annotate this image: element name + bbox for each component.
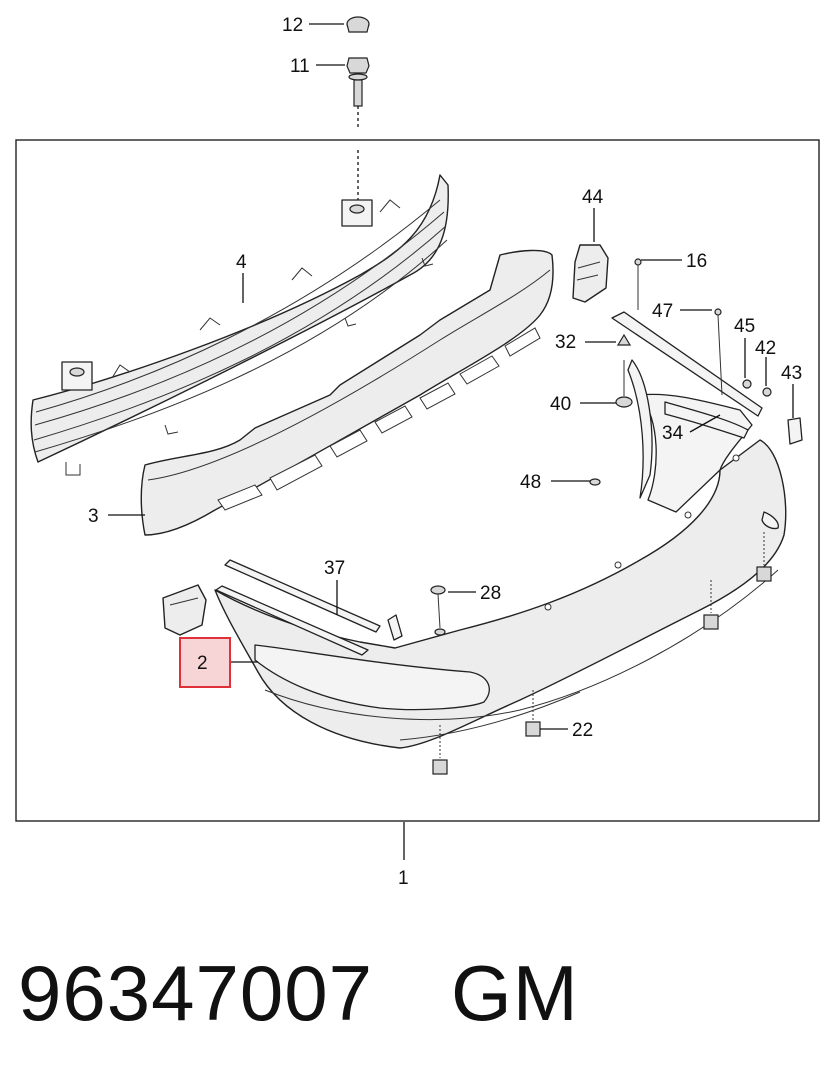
cap-part-12 (346, 16, 370, 33)
nut-lower-mid (703, 580, 719, 630)
callout-48: 48 (520, 472, 541, 493)
seal-strip-part-37 (215, 559, 403, 656)
callout-40: 40 (550, 394, 571, 415)
reinforcement-beam-part-4 (30, 174, 449, 476)
callout-11: 11 (290, 56, 310, 77)
callout-47: 47 (652, 301, 673, 322)
nut-lower-left (432, 725, 448, 775)
brand-label: GM (451, 948, 579, 1037)
callout-34: 34 (662, 423, 684, 444)
screw-part-48 (589, 478, 601, 486)
callout-37: 37 (324, 558, 345, 579)
clip-part-28 (430, 585, 446, 636)
bolt-part-11 (346, 57, 370, 130)
callout-22: 22 (572, 720, 593, 741)
part-number: 96347007 (18, 948, 374, 1037)
bracket-part-43 (787, 417, 803, 445)
callout-1: 1 (398, 868, 409, 889)
nut-part-45 (742, 379, 752, 389)
callout-32: 32 (555, 332, 576, 353)
callout-45: 45 (734, 316, 755, 337)
callout-43: 43 (781, 363, 802, 384)
bracket-part-44 (572, 244, 609, 303)
side-bracket-part-2 (162, 584, 207, 636)
callout-2[interactable]: 2 (197, 653, 208, 674)
screw-part-47 (714, 308, 723, 396)
callout-3: 3 (88, 506, 99, 527)
callout-16: 16 (686, 251, 707, 272)
bumper-fascia-part-2 (214, 359, 787, 749)
callout-12: 12 (282, 15, 303, 36)
energy-absorber-part-3 (140, 249, 554, 536)
clip-part-32 (616, 333, 632, 346)
highlight-box-part-2[interactable] (179, 637, 231, 688)
assembly-frame (15, 139, 820, 822)
callout-4: 4 (236, 252, 247, 273)
nut-lower-right (756, 532, 772, 582)
clip-part-42 (762, 387, 772, 397)
callout-28: 28 (480, 583, 501, 604)
callout-44: 44 (582, 187, 604, 208)
footer: 96347007 GM (18, 948, 579, 1038)
fastener-part-40 (615, 360, 633, 408)
callout-42: 42 (755, 338, 776, 359)
guide-rail-part-16 (611, 258, 763, 417)
